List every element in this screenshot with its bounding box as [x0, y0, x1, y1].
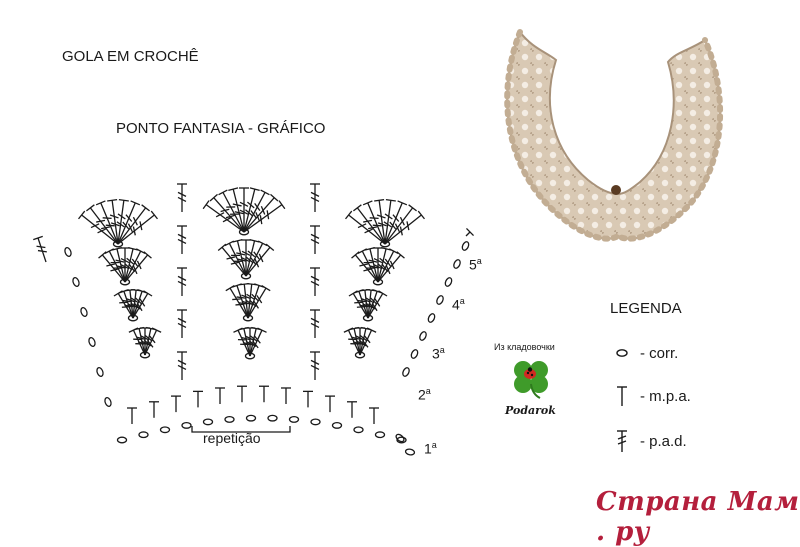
- half-double-crochet-stitch: [171, 396, 181, 412]
- half-double-crochet-stitch: [127, 408, 137, 424]
- half-double-crochet-stitch: [215, 388, 225, 404]
- half-double-crochet-stitch: [303, 391, 313, 407]
- chain-stitch: [427, 313, 436, 324]
- double-crochet-stitch: [33, 236, 47, 262]
- chain-stitch: [395, 433, 405, 443]
- double-crochet-stitch: [244, 188, 260, 232]
- chain-stitch: [311, 419, 320, 425]
- chain-stitch: [461, 241, 470, 252]
- chain-stitch: [96, 367, 104, 377]
- double-crochet-stitch: [177, 352, 187, 380]
- site-watermark: Страна Мам . ру: [596, 487, 800, 547]
- half-double-crochet-stitch: [149, 402, 159, 418]
- half-double-crochet-stitch: [369, 408, 379, 424]
- row-label-4: 4a: [452, 296, 465, 313]
- clover-ladybug-icon: [508, 354, 554, 400]
- chain-stitch: [268, 415, 277, 421]
- double-crochet-stitch: [365, 248, 379, 282]
- chain-stitch: [161, 427, 170, 433]
- double-crochet-stitch: [177, 310, 187, 338]
- double-crochet-stitch: [228, 188, 244, 232]
- half-double-crochet-stitch: [193, 391, 203, 407]
- chain-stitch: [225, 417, 234, 423]
- legend-title: LEGENDA: [610, 300, 682, 317]
- chain-stitch: [247, 415, 256, 421]
- double-crochet-stitch: [125, 249, 145, 282]
- chain-stitch: [64, 247, 72, 257]
- chain-stitch: [104, 397, 112, 407]
- chain-stitch: [354, 427, 363, 433]
- double-crochet-stitch: [378, 249, 398, 282]
- row-label-3: 3a: [432, 345, 445, 362]
- legend-item-mpa: - m.p.a.: [612, 383, 691, 409]
- legend-label: - m.p.a.: [640, 388, 691, 405]
- double-crochet-stitch: [177, 226, 187, 254]
- double-crochet-stitch: [310, 352, 320, 380]
- half-double-crochet-stitch: [281, 388, 291, 404]
- double-crochet-stitch: [177, 268, 187, 296]
- chain-stitch: [204, 419, 213, 425]
- double-crochet-stitch: [112, 248, 126, 282]
- row-label-2: 2a: [418, 386, 431, 403]
- chain-stitch: [88, 337, 96, 347]
- chain-stitch: [139, 432, 148, 438]
- half-double-crochet-stitch: [325, 396, 335, 412]
- chain-stitch: [405, 448, 415, 455]
- chain-stitch: [118, 437, 127, 443]
- double-crochet-stitch: [177, 184, 187, 212]
- chain-stitch: [376, 432, 385, 438]
- double-crochet-stitch: [246, 241, 267, 276]
- half-double-crochet-stitch: [237, 386, 247, 402]
- legend-label: - corr.: [640, 345, 678, 362]
- chain-stitch: [402, 367, 411, 378]
- row-label-5: 5a: [469, 256, 482, 273]
- double-crochet-stitch: [246, 240, 259, 276]
- chain-stitch: [80, 307, 88, 317]
- credit-text: Из кладовочки: [494, 342, 555, 352]
- half-double-crochet-stitch: [347, 402, 357, 418]
- chain-stitch: [72, 277, 80, 287]
- chain-stitch: [419, 331, 428, 342]
- chain-stitch: [453, 259, 462, 270]
- legend-label: - p.a.d.: [640, 433, 687, 450]
- row-label-1: 1a: [424, 440, 437, 457]
- chain-stitch: [436, 295, 445, 306]
- credit-signature: Podarok: [505, 404, 556, 417]
- legend-item-pad: - p.a.d.: [612, 428, 687, 454]
- double-crochet-stitch: [118, 211, 157, 244]
- chain-stitch: [290, 417, 299, 423]
- chain-stitch: [444, 277, 453, 288]
- double-crochet-stitch: [310, 310, 320, 338]
- double-crochet-stitch: [310, 226, 320, 254]
- chain-stitch: [182, 423, 191, 429]
- double-crochet-stitch: [233, 240, 247, 276]
- double-crochet-stitch: [385, 211, 424, 244]
- double-crochet-stitch: [310, 268, 320, 296]
- legend-item-chain: - corr.: [612, 340, 678, 366]
- collar-photo: [490, 22, 730, 252]
- chain-stitch: [333, 423, 342, 429]
- repeat-label: repetição: [203, 430, 261, 446]
- double-crochet-stitch: [310, 184, 320, 212]
- half-double-crochet-stitch: [259, 386, 269, 402]
- chain-stitch: [410, 349, 419, 360]
- half-double-crochet-stitch: [466, 228, 474, 236]
- half-double-crochet-icon: [612, 383, 634, 409]
- double-crochet-icon: [612, 428, 634, 454]
- double-crochet-stitch: [241, 240, 251, 276]
- chain-oval-icon: [612, 340, 634, 366]
